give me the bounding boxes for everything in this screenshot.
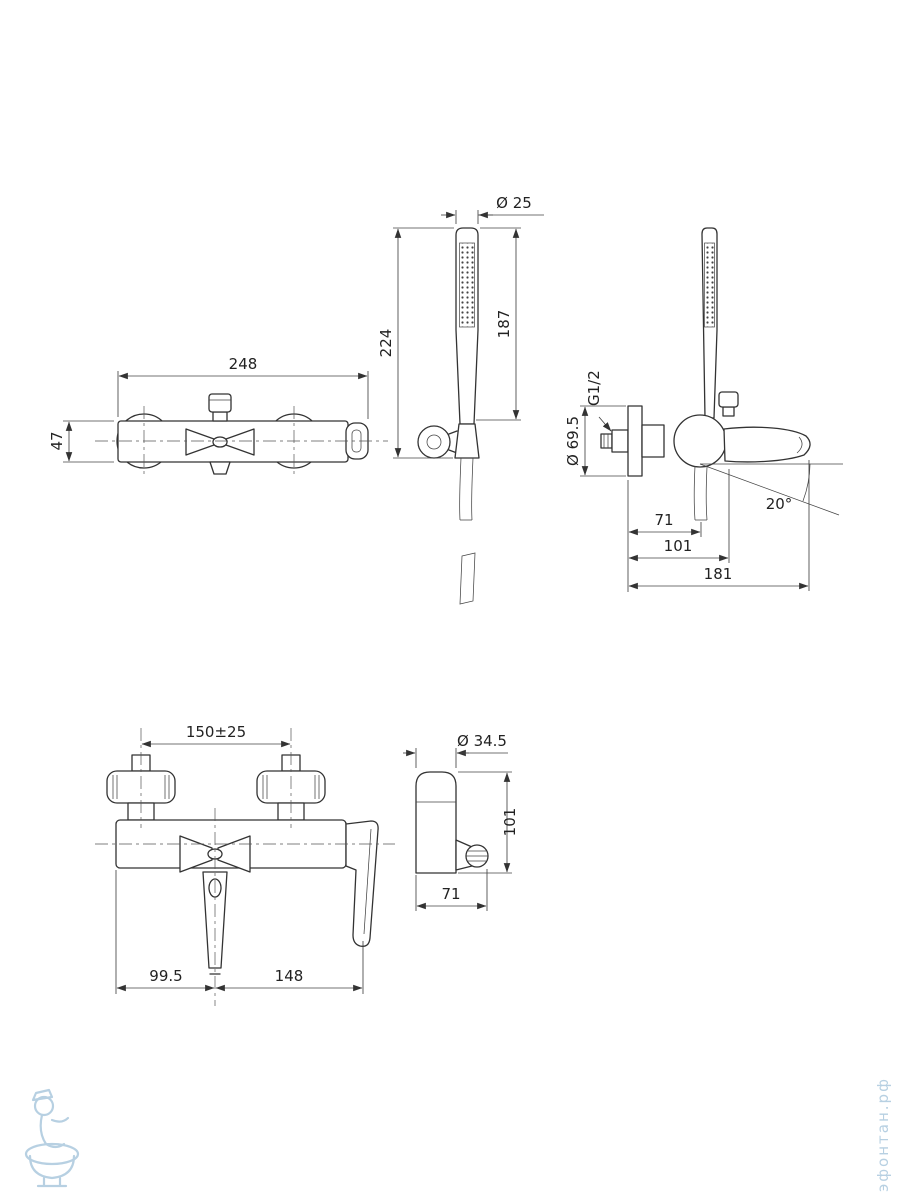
dim-mixer-height: 47 [48, 431, 66, 450]
dim-mixer-width: 248 [229, 355, 258, 373]
watermark-mascot-icon [24, 1088, 80, 1188]
view-handshower-front: Ø 25 187 224 [377, 194, 544, 605]
dim-flange-diameter: Ø 69.5 [564, 416, 582, 466]
dim-inlet-centers: 150±25 [186, 723, 246, 741]
dim-handshower-length: 187 [495, 310, 513, 339]
view-mixer-front-top: 248 47 [48, 355, 388, 477]
view-mixer-side-top: 20° G1/2 Ø 69.5 71 101 181 [564, 227, 843, 592]
dim-holder-height: 101 [501, 808, 519, 837]
dim-spout-angle: 20° [766, 495, 793, 513]
dim-depth-spout: 181 [704, 565, 733, 583]
dim-handshower-total: 224 [377, 329, 395, 358]
dim-left-offset: 99.5 [149, 967, 182, 985]
dim-holder-diameter: Ø 34.5 [457, 732, 507, 750]
dim-thread: G1/2 [585, 370, 603, 406]
watermark-site: эфонтан.рф [874, 1077, 892, 1192]
dim-depth-body: 101 [664, 537, 693, 555]
dim-right-offset: 148 [275, 967, 304, 985]
view-mixer-front-bottom: 150±25 99.5 148 [95, 723, 395, 1006]
dim-holder-depth: 71 [441, 885, 460, 903]
dim-depth-hose: 71 [654, 511, 673, 529]
dim-handshower-diameter: Ø 25 [496, 194, 532, 212]
view-holder-side: Ø 34.5 101 71 [403, 732, 519, 911]
